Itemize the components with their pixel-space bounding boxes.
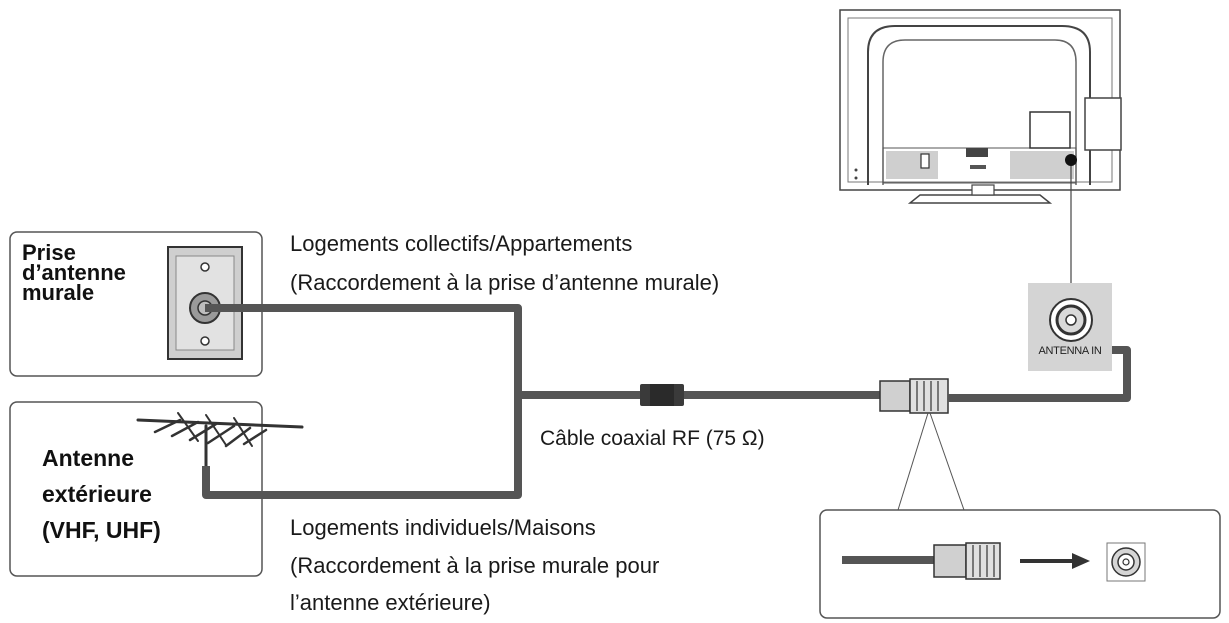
cable-ferrite (640, 384, 684, 406)
callout-leader-left (897, 412, 929, 511)
outdoor-antenna-label-line: extérieure (42, 481, 152, 507)
collective-housing-title: Logements collectifs/Appartements (290, 231, 633, 256)
wall-socket-label-line: d’antenne (22, 260, 126, 285)
collective-housing-note: (Raccordement à la prise d’antenne mural… (290, 270, 720, 295)
individual-housing-note-line1: (Raccordement à la prise murale pour (290, 553, 660, 578)
wall-socket-label-line: murale (22, 280, 95, 305)
outdoor-antenna-box (9, 401, 263, 577)
wall-socket-label: Prise d’antenne murale (22, 240, 126, 305)
coax-jack-icon (1106, 542, 1146, 582)
individual-housing-note-line2: l’antenne extérieure) (290, 590, 491, 615)
outdoor-antenna-label: Antenne extérieure (VHF, UHF) (42, 440, 161, 548)
tv-rear-panel-icon (839, 9, 1122, 204)
wall-antenna-socket-icon (167, 246, 243, 360)
callout-leader-right (929, 412, 965, 511)
outdoor-antenna-icon (136, 412, 304, 470)
antenna-in-jack-icon (1028, 283, 1112, 371)
wall-socket-label-line: Prise (22, 240, 76, 265)
coax-connector-icon (933, 542, 1001, 580)
connector-detail-box (819, 509, 1221, 619)
antenna-in-label: ANTENNA IN (1038, 345, 1102, 357)
outdoor-antenna-label-line: Antenne (42, 445, 134, 471)
coax-cable-label: Câble coaxial RF (75 Ω) (540, 427, 765, 450)
outdoor-antenna-label-line: (VHF, UHF) (42, 517, 161, 543)
arrow-right-icon (1020, 553, 1090, 569)
coax-cable-route (202, 304, 882, 499)
individual-housing-title: Logements individuels/Maisons (290, 515, 596, 540)
coax-plug (879, 378, 949, 414)
